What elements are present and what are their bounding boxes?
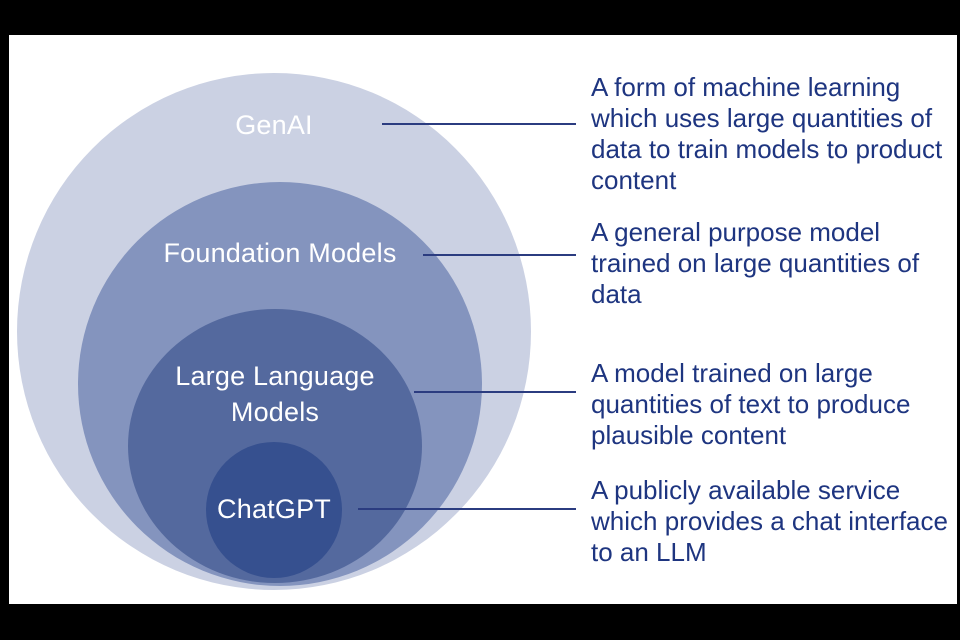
text-line: Foundation Models [163, 238, 397, 268]
text-line: to an LLM [591, 537, 707, 567]
chatgpt-label: ChatGPT [206, 493, 342, 525]
genai-label: GenAI [17, 109, 531, 141]
text-line: data [591, 279, 642, 309]
text-line: plausible content [591, 420, 787, 450]
text-line: which provides a chat interface [591, 506, 948, 536]
text-line: quantities of text to produce [591, 389, 911, 419]
text-line: Models [230, 397, 320, 427]
chatgpt-circle [206, 442, 342, 578]
foundation-models-connector-line [423, 254, 576, 256]
foundation-models-label: Foundation Models [78, 237, 482, 269]
text-line: GenAI [235, 110, 313, 140]
chatgpt-connector-line [358, 508, 576, 510]
text-line: trained on large quantities of [591, 248, 920, 278]
text-line: which uses large quantities of [591, 103, 933, 133]
text-line: Large Language [175, 361, 375, 391]
text-line: A model trained on large [591, 358, 873, 388]
text-line: data to train models to product [591, 134, 943, 164]
text-line: A general purpose model [591, 217, 881, 247]
genai-connector-line [382, 123, 576, 125]
text-line: ChatGPT [217, 494, 331, 524]
text-line: A publicly available service [591, 475, 901, 505]
text-line: content [591, 165, 677, 195]
large-language-models-connector-line [414, 391, 576, 393]
text-line: A form of machine learning [591, 72, 901, 102]
